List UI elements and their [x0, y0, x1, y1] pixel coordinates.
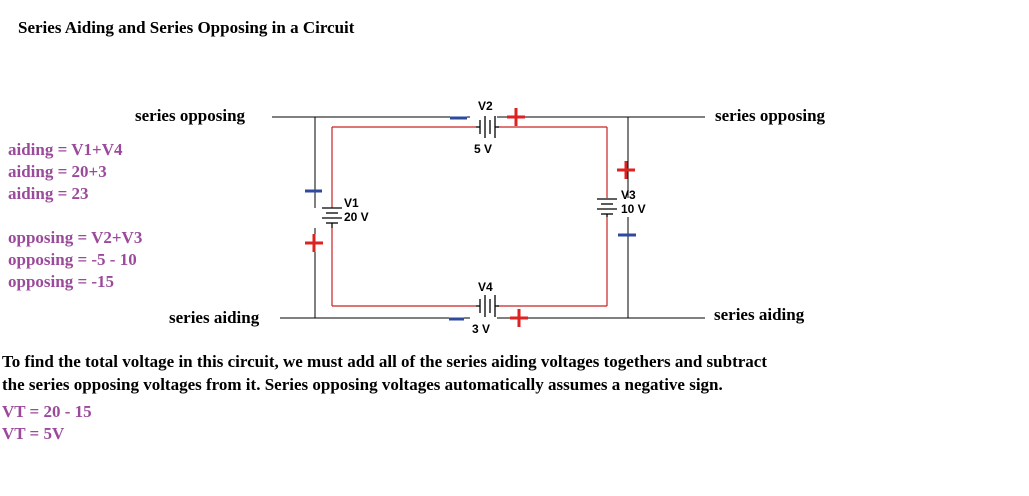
opposing-calc-line-2: opposing = -5 - 10	[8, 250, 137, 269]
explanation-line-1: To find the total voltage in this circui…	[2, 352, 767, 371]
v4-name: V4	[478, 280, 493, 294]
v3-value: 10 V	[621, 202, 646, 216]
result-line-1: VT = 20 - 15	[2, 402, 92, 421]
battery-v2	[476, 116, 499, 138]
aiding-calc-line-2: aiding = 20+3	[8, 162, 107, 181]
aiding-calc-line-1: aiding = V1+V4	[8, 140, 123, 159]
v2-value: 5 V	[474, 142, 493, 156]
opposing-calc-line-1: opposing = V2+V3	[8, 228, 143, 247]
v3-name: V3	[621, 188, 636, 202]
battery-v3	[597, 198, 617, 217]
red-loop	[331, 126, 608, 307]
v4-value: 3 V	[472, 322, 491, 336]
series-opposing-label-right: series opposing	[715, 106, 826, 125]
result-line-2: VT = 5V	[2, 424, 65, 443]
series-aiding-label-right: series aiding	[714, 305, 805, 324]
opposing-calc-line-3: opposing = -15	[8, 272, 115, 291]
series-aiding-label-left: series aiding	[169, 308, 260, 327]
v1-value: 20 V	[344, 210, 369, 224]
v2-name: V2	[478, 99, 493, 113]
battery-v1	[322, 207, 342, 228]
aiding-calc-line-3: aiding = 23	[8, 184, 89, 203]
polarity-marks	[305, 108, 636, 327]
explanation-line-2: the series opposing voltages from it. Se…	[2, 375, 723, 394]
outer-circuit	[272, 116, 705, 319]
battery-v4	[476, 295, 499, 317]
v1-name: V1	[344, 196, 359, 210]
series-opposing-label-left: series opposing	[135, 106, 246, 125]
diagram-title: Series Aiding and Series Opposing in a C…	[18, 18, 355, 37]
